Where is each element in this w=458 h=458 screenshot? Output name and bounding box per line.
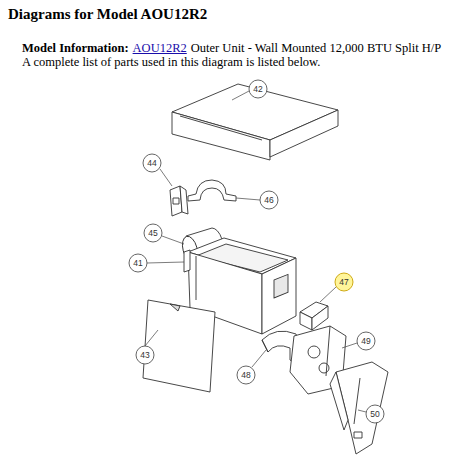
callout-circle <box>260 191 278 209</box>
callout-number: 47 <box>335 273 353 291</box>
terminal-cover <box>300 302 328 330</box>
callout-circle <box>143 154 161 172</box>
callout-number: 48 <box>237 366 255 384</box>
leader-lines <box>145 91 366 412</box>
front-panel <box>143 300 215 392</box>
callout-number: 44 <box>143 154 161 172</box>
callout-circle <box>357 332 375 350</box>
page-title: Diagrams for Model AOU12R2 <box>8 6 207 23</box>
callout-number: 50 <box>366 405 384 423</box>
callout-number: 41 <box>129 254 147 272</box>
callout-number: 46 <box>260 191 278 209</box>
callout-number: 45 <box>144 224 162 242</box>
model-link: AOU12R2 <box>133 41 187 55</box>
callout-circle <box>144 224 162 242</box>
capacitor-clamp <box>188 180 236 201</box>
info-line: A complete list of parts used in this di… <box>22 55 324 70</box>
support-bracket <box>330 362 388 454</box>
mounting-clip <box>170 186 188 216</box>
info-line: Model Information: AOU12R2 Outer Unit - Wa… <box>22 41 445 56</box>
callout-circle <box>136 346 154 364</box>
callout-circle <box>129 254 147 272</box>
callout-number: 49 <box>357 332 375 350</box>
info-text: Model Information: <box>22 41 129 55</box>
callout-number: 43 <box>136 346 154 364</box>
callout-circle <box>366 405 384 423</box>
info-text: Outer Unit - Wall Mounted 12,000 BTU Spl… <box>191 41 442 55</box>
callout-number: 42 <box>249 80 267 98</box>
callout-circle <box>249 80 267 98</box>
info-text: A complete list of parts used in this di… <box>22 55 320 69</box>
callout-circle <box>237 366 255 384</box>
callout-circle <box>335 273 353 291</box>
